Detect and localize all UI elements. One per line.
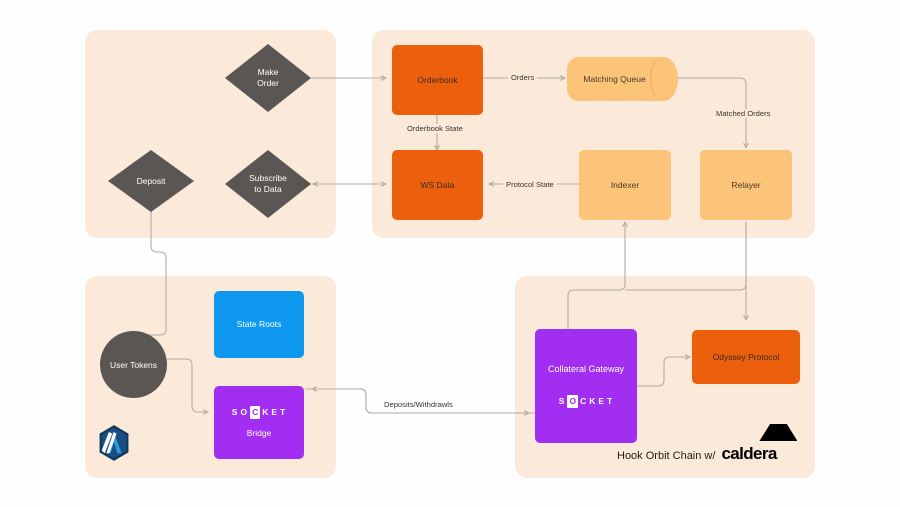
- socket-letter-t: T: [280, 407, 287, 418]
- user-tokens-label: User Tokens: [109, 359, 158, 370]
- socket-letter-c: C: [250, 406, 261, 419]
- socket-letter-s: S: [558, 396, 566, 407]
- orderbook-label: Orderbook: [417, 74, 458, 85]
- wire-deposit-usertokens: [135, 211, 167, 338]
- socket-logo-gateway: S O C K E T: [559, 395, 613, 408]
- edge-label-matched-orders: Matched Orders: [713, 109, 774, 118]
- wire-bridge-gateway: [305, 388, 531, 416]
- arbitrum-logo: [97, 424, 131, 462]
- socket-letter-o: O: [567, 395, 579, 408]
- subscribe-to-data-label: Subscribe to Data: [249, 173, 287, 194]
- relayer-node[interactable]: Relayer: [700, 150, 792, 220]
- wire-queue-relayer: [678, 77, 749, 150]
- user-tokens-node[interactable]: User Tokens: [100, 331, 167, 398]
- make-order-label: Make Order: [257, 67, 279, 88]
- wire-gateway-odyssey: [637, 354, 692, 387]
- caldera-brand-label: caldera: [721, 424, 798, 462]
- bridge-node[interactable]: S O C K E T Bridge: [214, 386, 304, 459]
- matching-queue-node[interactable]: Matching Queue: [567, 57, 678, 101]
- edge-label-orders: Orders: [508, 73, 538, 82]
- socket-letter-k: K: [262, 407, 270, 418]
- socket-letter-e: E: [271, 407, 279, 418]
- subscribe-to-data-node[interactable]: Subscribe to Data: [225, 150, 311, 218]
- ws-data-label: WS Data: [420, 179, 455, 190]
- socket-logo-bridge: S O C K E T: [232, 406, 286, 419]
- cylinder-body: [567, 57, 664, 101]
- edge-label-deposits-withdrawls: Deposits/Withdrawls: [381, 400, 456, 409]
- indexer-node[interactable]: Indexer: [579, 150, 671, 220]
- relayer-label: Relayer: [731, 179, 761, 190]
- wire-gateway-indexer: [567, 220, 628, 329]
- socket-letter-k: K: [589, 396, 597, 407]
- socket-letter-e: E: [598, 396, 606, 407]
- deposit-label: Deposit: [136, 175, 166, 186]
- ws-data-node[interactable]: WS Data: [392, 150, 483, 220]
- caldera-volcano-icon: [759, 424, 798, 441]
- socket-letter-s: S: [231, 407, 239, 418]
- wire-usertokens-bridge: [167, 358, 210, 415]
- user-actions-panel: [85, 30, 336, 238]
- cylinder-cap: [650, 57, 678, 101]
- matching-queue-label: Matching Queue: [583, 74, 646, 84]
- socket-letter-o: O: [240, 407, 249, 418]
- socket-letter-c: C: [580, 396, 588, 407]
- odyssey-protocol-node[interactable]: Odyssey Protocol: [692, 330, 800, 384]
- caldera-prefix-label: Hook Orbit Chain w/: [617, 450, 716, 462]
- deposit-node[interactable]: Deposit: [108, 150, 194, 212]
- state-roots-node[interactable]: State Roots: [214, 291, 304, 358]
- bridge-label: Bridge: [246, 428, 272, 438]
- state-roots-label: State Roots: [236, 319, 282, 330]
- wire-junction-right: [625, 222, 747, 291]
- arbitrum-icon: [99, 425, 129, 461]
- edge-label-protocol-state: Protocol State: [503, 180, 557, 189]
- collateral-gateway-node[interactable]: Collateral Gateway S O C K E T: [535, 329, 637, 443]
- orderbook-node[interactable]: Orderbook: [392, 45, 483, 115]
- edge-label-orderbook-state: Orderbook State: [404, 124, 466, 133]
- odyssey-protocol-label: Odyssey Protocol: [712, 351, 780, 362]
- caldera-credit: Hook Orbit Chain w/ caldera: [617, 424, 798, 462]
- socket-letter-t: T: [607, 396, 614, 407]
- collateral-gateway-label: Collateral Gateway: [547, 364, 625, 375]
- make-order-node[interactable]: Make Order: [225, 44, 311, 112]
- indexer-label: Indexer: [610, 179, 640, 190]
